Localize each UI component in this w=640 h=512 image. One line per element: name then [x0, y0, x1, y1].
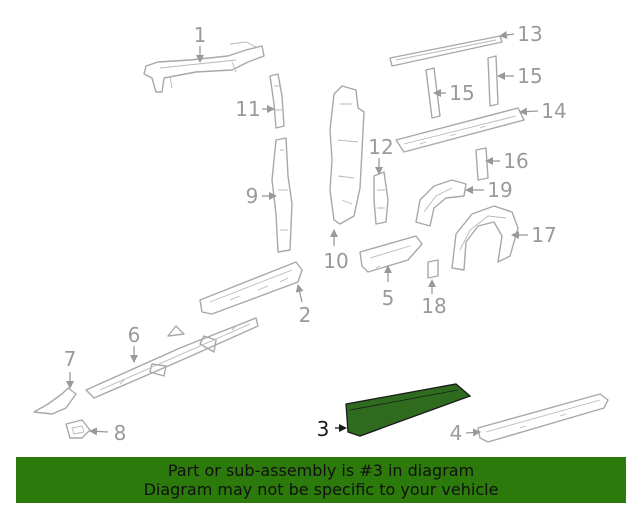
parts-diagram: 1 2 3 4 5 6 7 8 9 10 11 12 13 14 15 15 1…	[33, 22, 609, 445]
part-1-cross-member	[143, 41, 265, 93]
callout-7: 7	[64, 347, 77, 371]
callout-19: 19	[487, 178, 512, 202]
callout-10: 10	[323, 249, 348, 273]
part-4-rocker-outer	[477, 393, 609, 443]
part-12-bracket	[373, 171, 389, 225]
part-15-pillar-left	[425, 67, 441, 119]
callout-12: 12	[368, 135, 393, 159]
callout-15a: 15	[449, 81, 474, 105]
part-3-rocker-panel-highlighted	[345, 383, 472, 437]
callout-8: 8	[114, 421, 127, 445]
banner-line-1: Part or sub-assembly is #3 in diagram	[167, 461, 475, 480]
callout-18: 18	[421, 294, 446, 318]
part-14-rail	[395, 107, 525, 153]
part-6-floor-frame	[85, 317, 259, 399]
callout-6: 6	[128, 323, 141, 347]
callout-11: 11	[235, 97, 260, 121]
callout-2: 2	[299, 303, 312, 327]
callout-4: 4	[450, 421, 463, 445]
callout-9: 9	[246, 184, 259, 208]
part-10-pillar	[329, 85, 365, 225]
callout-1: 1	[194, 23, 207, 47]
part-17-wheelhouse-outer	[451, 205, 519, 271]
leader-4	[465, 428, 481, 437]
callout-16: 16	[503, 149, 528, 173]
leader-13	[499, 31, 515, 39]
callout-14: 14	[541, 99, 566, 123]
part-16-bracket	[475, 147, 489, 181]
leader-14	[519, 107, 539, 116]
part-5-panel	[359, 235, 423, 273]
part-9-pillar-reinforcement	[271, 137, 293, 253]
callout-3: 3	[317, 417, 330, 441]
part-15-pillar-right	[487, 55, 499, 107]
leader-2	[295, 284, 304, 303]
callout-17: 17	[531, 223, 556, 247]
callout-15b: 15	[517, 64, 542, 88]
part-8-bracket	[65, 419, 91, 439]
part-19-wheelhouse-inner	[415, 179, 467, 227]
callout-13: 13	[517, 22, 542, 46]
leader-8	[89, 427, 109, 436]
part-11-bracket	[269, 73, 285, 129]
part-18-plate	[427, 259, 439, 279]
part-info-banner: Part or sub-assembly is #3 in diagram Di…	[16, 457, 626, 503]
callout-5: 5	[382, 286, 395, 310]
part-2-rocker-inner	[199, 261, 303, 315]
banner-line-2: Diagram may not be specific to your vehi…	[143, 480, 499, 499]
part-13-roof-rail	[389, 35, 503, 67]
part-7-bracket	[33, 387, 77, 415]
